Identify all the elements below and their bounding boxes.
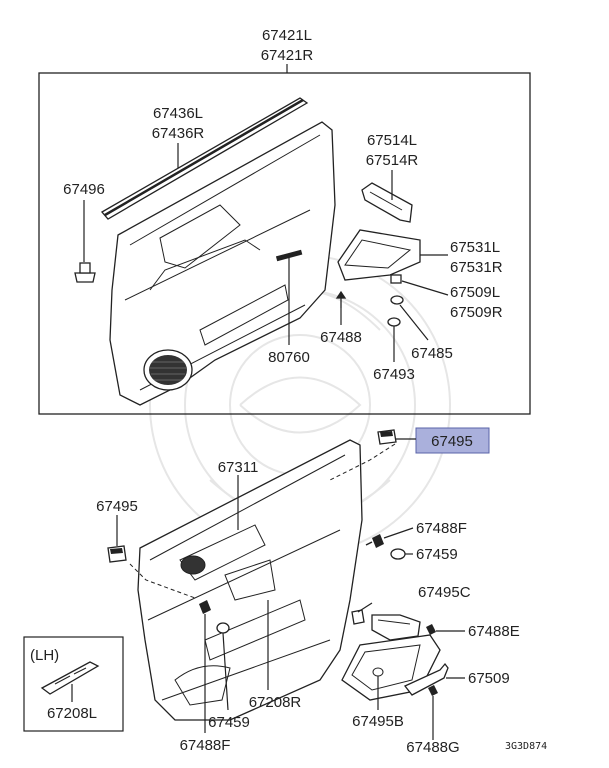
clip-67495-left — [107, 545, 127, 563]
switch-bezel-67514 — [361, 182, 413, 223]
label-67436L: 67436L — [153, 105, 203, 122]
washer-67459-right — [390, 548, 406, 560]
bezel-67208L — [40, 661, 100, 695]
label-67488F-bottom: 67488F — [180, 737, 231, 754]
label-67496: 67496 — [63, 181, 105, 198]
label-80760: 80760 — [268, 349, 310, 366]
label-67488: 67488 — [320, 329, 362, 346]
clip-67495-top — [377, 429, 397, 445]
handle-housing-67531 — [337, 229, 448, 281]
label-67488G: 67488G — [406, 739, 459, 756]
label-67488F-right: 67488F — [416, 520, 467, 537]
label-67495-highlighted: 67495 — [431, 433, 473, 450]
label-67421L: 67421L — [262, 27, 312, 44]
door-trim-panel-lower — [137, 439, 363, 721]
label-67531R: 67531R — [450, 259, 503, 276]
highlight-67495 — [415, 427, 490, 454]
small-parts-upper — [335, 274, 404, 327]
label-67509L: 67509L — [450, 284, 500, 301]
washer-67459-bottom — [216, 622, 230, 634]
label-67436R: 67436R — [152, 125, 205, 142]
label-67531L: 67531L — [450, 239, 500, 256]
clip-67496 — [74, 262, 96, 283]
label-67509: 67509 — [468, 670, 510, 687]
label-67495C: 67495C — [418, 584, 471, 601]
screw-67488F-right — [365, 534, 384, 548]
label-67514L: 67514L — [367, 132, 417, 149]
label-67488E: 67488E — [468, 623, 520, 640]
label-67459-right: 67459 — [416, 546, 458, 563]
label-67495-left: 67495 — [96, 498, 138, 515]
label-67459-bottom: 67459 — [208, 714, 250, 731]
weatherstrip-part — [100, 97, 309, 220]
door-trim-panel-upper — [109, 121, 336, 406]
lh-inset-title: (LH) — [30, 647, 59, 664]
label-67208L: 67208L — [47, 705, 97, 722]
label-67495B: 67495B — [352, 713, 404, 730]
label-67509R: 67509R — [450, 304, 503, 321]
label-67514R: 67514R — [366, 152, 419, 169]
screw-67488F-bottom — [199, 600, 211, 614]
lh-inset-box — [23, 636, 124, 732]
label-67421R: 67421R — [261, 47, 314, 64]
switch-panel-assembly — [341, 609, 449, 701]
upper-frame — [38, 72, 531, 415]
label-67493: 67493 — [373, 366, 415, 383]
label-67311: 67311 — [218, 459, 259, 476]
label-67485: 67485 — [411, 345, 453, 362]
label-67208R: 67208R — [249, 694, 302, 711]
diagram-code: 3G3D874 — [505, 741, 547, 752]
